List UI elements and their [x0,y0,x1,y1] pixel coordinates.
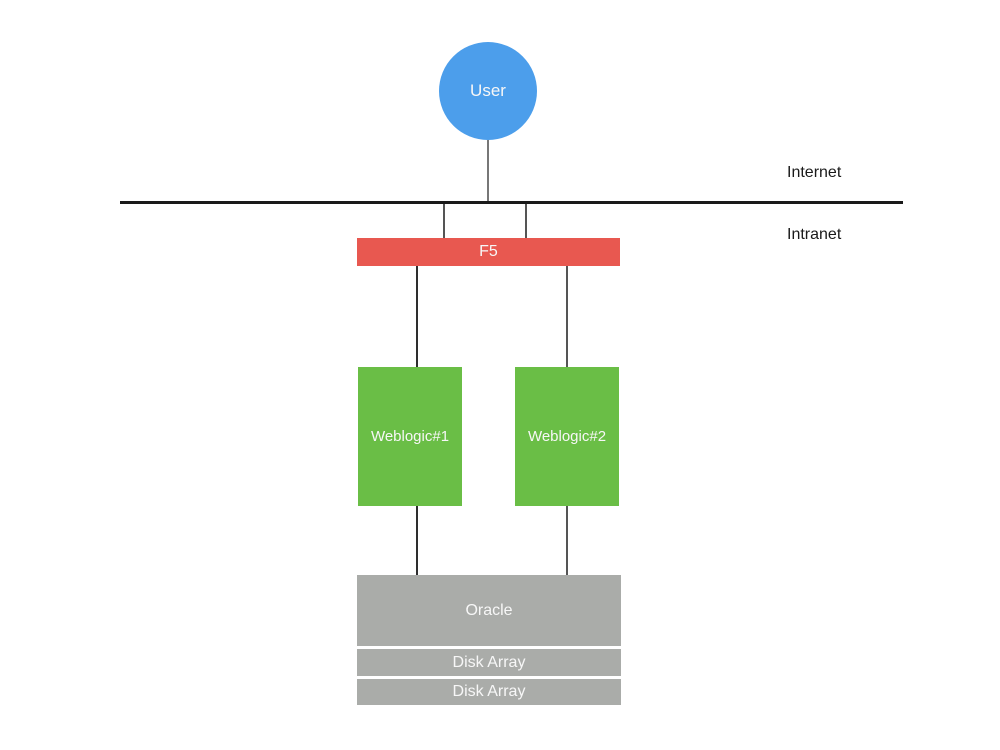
disk-array-1-label: Disk Array [452,653,526,671]
weblogic1-server-node: Weblogic#1 [358,367,462,506]
internet-zone-label: Internet [787,164,842,181]
f5-node-label: F5 [479,243,498,260]
weblogic2-node-label: Weblogic#2 [527,428,607,445]
oracle-node-label: Oracle [465,601,513,619]
user-node-label: User [470,81,506,100]
connector-line-to-f5-right [525,204,527,238]
f5-load-balancer-node: F5 [357,238,620,266]
connector-user-to-internet-line [487,140,489,202]
disk-array-2-label: Disk Array [452,683,526,700]
user-node: User [439,42,537,140]
connector-weblogic1-to-oracle [416,506,418,575]
intranet-zone-label: Intranet [787,226,842,243]
internet-intranet-boundary-line [120,201,903,204]
weblogic2-server-node: Weblogic#2 [515,367,619,506]
disk-array-1-node: Disk Array [357,649,621,676]
weblogic1-node-label: Weblogic#1 [370,428,450,445]
connector-f5-to-weblogic2 [566,266,568,367]
connector-f5-to-weblogic1 [416,266,418,367]
connector-weblogic2-to-oracle [566,506,568,575]
connector-line-to-f5-left [443,204,445,238]
oracle-database-node: Oracle [357,575,621,646]
disk-array-2-node: Disk Array [357,679,621,705]
